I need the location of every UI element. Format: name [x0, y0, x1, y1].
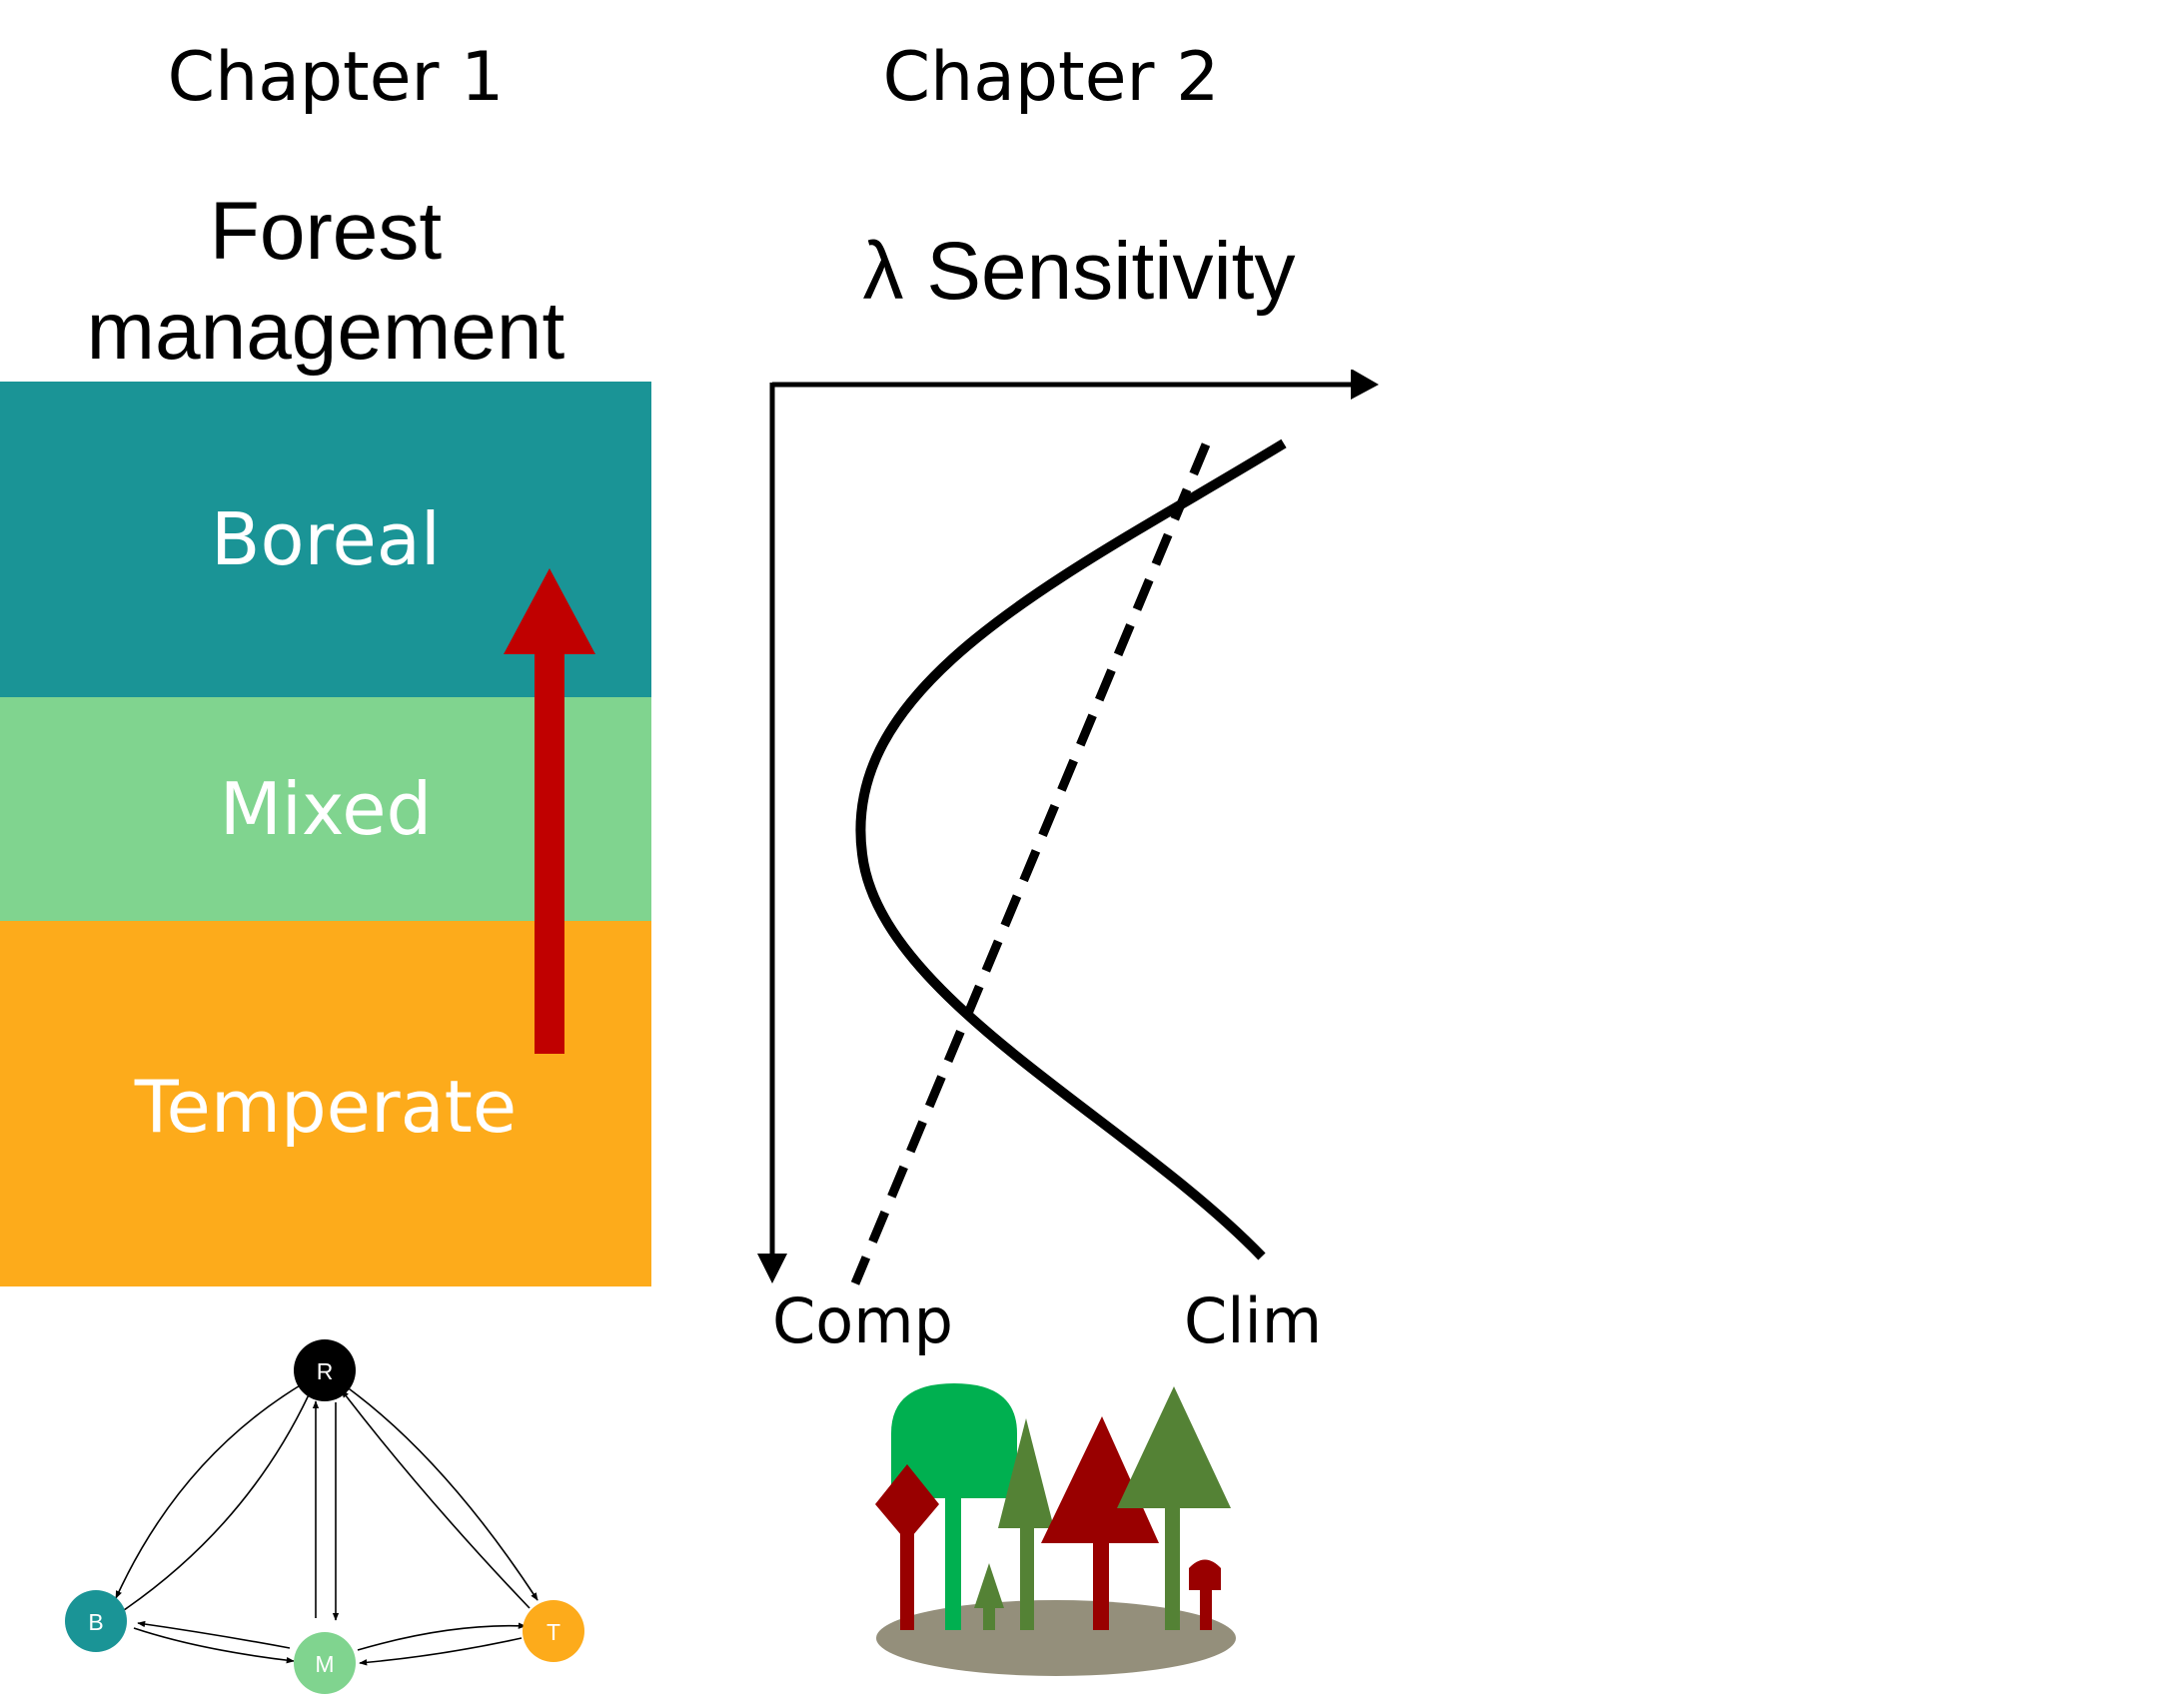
- seedling-icon: [1189, 1559, 1221, 1630]
- sensitivity-diagram: [757, 370, 1379, 1285]
- heading-line-1: Forest: [209, 186, 443, 277]
- forest-community-icon: [875, 1383, 1236, 1676]
- chapter2-title: Chapter 2: [882, 38, 1220, 117]
- migration-arrow-icon: [504, 568, 595, 1054]
- competition-sensitivity-curve: [855, 438, 1287, 1261]
- ground-icon: [876, 1600, 1236, 1676]
- diamond-tree-icon: [875, 1464, 939, 1630]
- node-t-circle: [523, 1600, 584, 1662]
- node-m-circle: [294, 1632, 356, 1694]
- node-t: T: [523, 1600, 584, 1662]
- horizontal-axis: [772, 370, 1379, 400]
- node-m-label: M: [315, 1651, 334, 1677]
- axis-label-comp: Comp: [772, 1284, 953, 1357]
- forest-management-heading: Forest management: [0, 182, 651, 382]
- conifer-tree-icon: [998, 1418, 1054, 1630]
- network-edges: [115, 1383, 539, 1666]
- climate-sensitivity-dashed-line: [850, 442, 1211, 1285]
- broadleaf-tree-icon: [891, 1383, 1017, 1630]
- node-r-label: R: [317, 1358, 334, 1384]
- chapter1-title: Chapter 1: [167, 38, 505, 117]
- tall-conifer-tree-icon: [1117, 1386, 1231, 1630]
- node-b: B: [65, 1590, 127, 1652]
- transition-network-diagram: R B M T: [65, 1339, 584, 1694]
- node-b-label: B: [88, 1609, 103, 1635]
- zone-label-mixed: Mixed: [219, 767, 433, 851]
- node-r-circle: [294, 1339, 356, 1401]
- sapling-icon: [974, 1563, 1004, 1630]
- zone-label-boreal: Boreal: [211, 497, 441, 581]
- vertical-axis: [757, 383, 787, 1283]
- axis-label-clim: Clim: [1184, 1284, 1323, 1357]
- node-b-circle: [65, 1590, 127, 1652]
- node-m: M: [294, 1632, 356, 1694]
- node-t-label: T: [546, 1619, 560, 1645]
- zone-label-temperate: Temperate: [134, 1065, 518, 1149]
- red-conifer-tree-icon: [1041, 1416, 1159, 1630]
- lambda-sensitivity-heading: λ Sensitivity: [862, 226, 1296, 317]
- node-r: R: [294, 1339, 356, 1401]
- heading-line-2: management: [86, 286, 565, 378]
